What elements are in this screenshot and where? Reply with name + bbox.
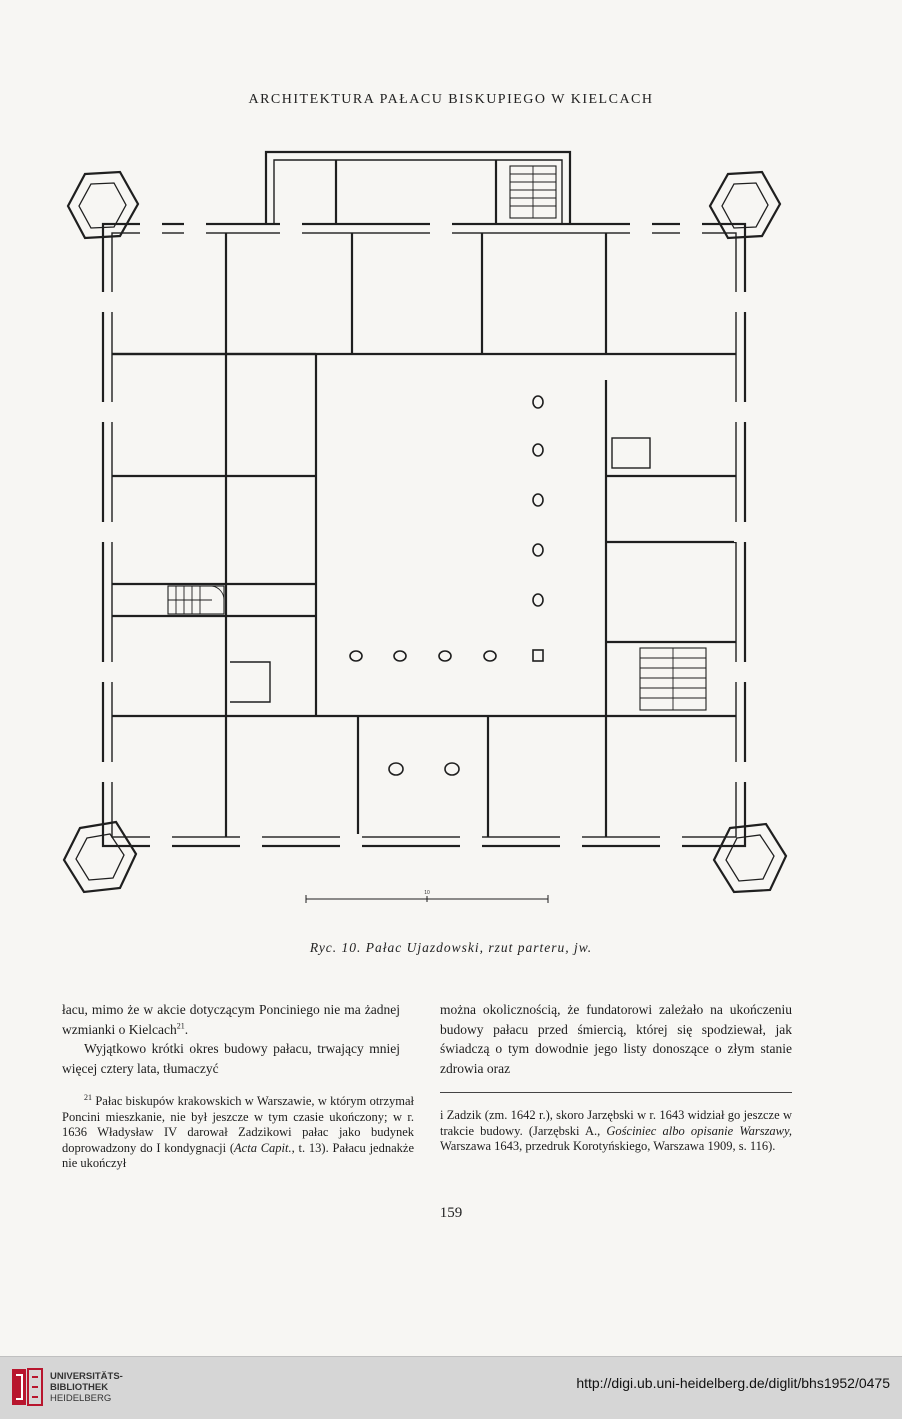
- tower-ne: [708, 170, 782, 240]
- scale-label: 10: [424, 890, 430, 896]
- permalink-url[interactable]: http://digi.ub.uni-heidelberg.de/diglit/…: [576, 1375, 890, 1391]
- library-name: UNIVERSITÄTS- BIBLIOTHEK HEIDELBERG: [50, 1371, 123, 1404]
- north-annex-wall: [264, 150, 572, 224]
- outer-wall: [101, 222, 747, 848]
- figure-caption: Ryc. 10. Pałac Ujazdowski, rzut parteru,…: [309, 940, 593, 955]
- paragraph: można okolicznością, że fundatorowi zale…: [440, 1002, 792, 1076]
- body-column-right: można okolicznością, że fundatorowi zale…: [440, 1000, 792, 1078]
- footnote-21: 21 Pałac biskupów krakowskich w Warsza­w…: [62, 1092, 415, 1170]
- running-head: ARCHITEKTURA PAŁACU BISKUPIEGO W KIELCAC…: [248, 92, 654, 107]
- university-library-logo-icon: [12, 1368, 43, 1406]
- tower-nw: [66, 170, 140, 240]
- footnote-21-continued: i Zadzik (zm. 1642 r.), skoro Jarzębski …: [440, 1108, 792, 1153]
- body-column-left: łacu, mimo że w akcie dotyczącym Poncini…: [62, 1000, 400, 1078]
- scale-bar: [305, 895, 549, 903]
- paragraph: łacu, mimo że w akcie dotyczącym Poncini…: [62, 1002, 400, 1037]
- viewer-footer: UNIVERSITÄTS- BIBLIOTHEK HEIDELBERG http…: [0, 1356, 902, 1419]
- book-page: ARCHITEKTURA PAŁACU BISKUPIEGO W KIELCAC…: [0, 0, 902, 1356]
- footnote-number: 21: [84, 1092, 92, 1102]
- floor-plan-figure: 10: [62, 150, 788, 903]
- tower-se: [712, 822, 788, 894]
- page-number: 159: [439, 1205, 463, 1221]
- paragraph: Wyjątkowo krótki okres budowy pałacu, tr…: [62, 1041, 400, 1076]
- footnote-reference: 21: [176, 1021, 185, 1030]
- footnote-rule: [440, 1092, 792, 1093]
- tower-sw: [62, 820, 138, 894]
